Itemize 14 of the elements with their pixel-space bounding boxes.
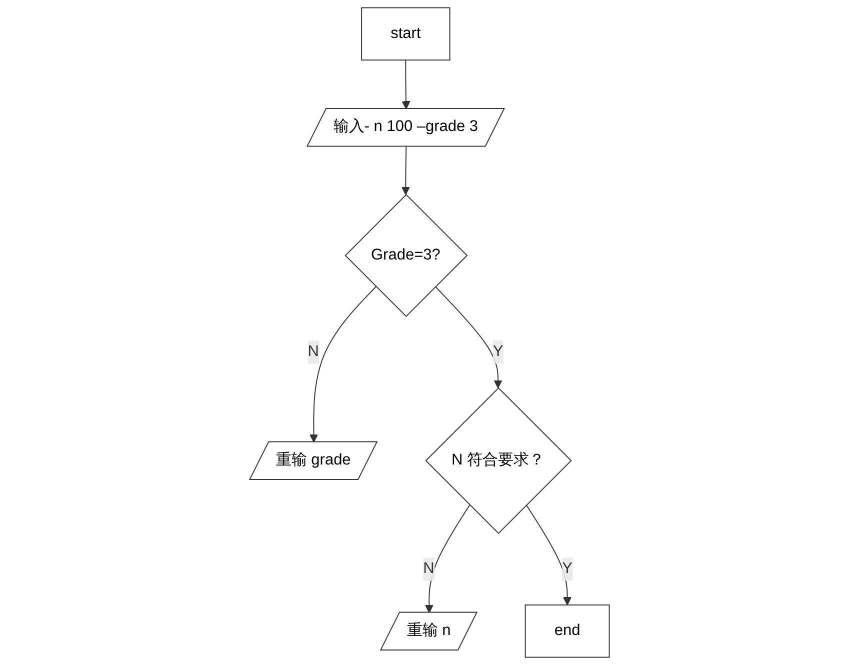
edge-label: N bbox=[308, 343, 319, 360]
edge-label: N bbox=[423, 560, 434, 577]
arrow bbox=[434, 286, 502, 388]
arrow bbox=[401, 146, 410, 196]
arrow bbox=[402, 60, 410, 110]
node-diamond: Grade=3? bbox=[344, 194, 468, 318]
edge-label: Y bbox=[492, 343, 504, 360]
arrow bbox=[526, 504, 572, 606]
node-diamond: N 符合要求？ bbox=[425, 387, 572, 534]
node-box: end bbox=[524, 604, 610, 658]
arrow bbox=[424, 504, 470, 614]
node-box: start bbox=[361, 7, 450, 61]
edge-label: Y bbox=[562, 560, 572, 577]
arrow bbox=[310, 286, 376, 443]
